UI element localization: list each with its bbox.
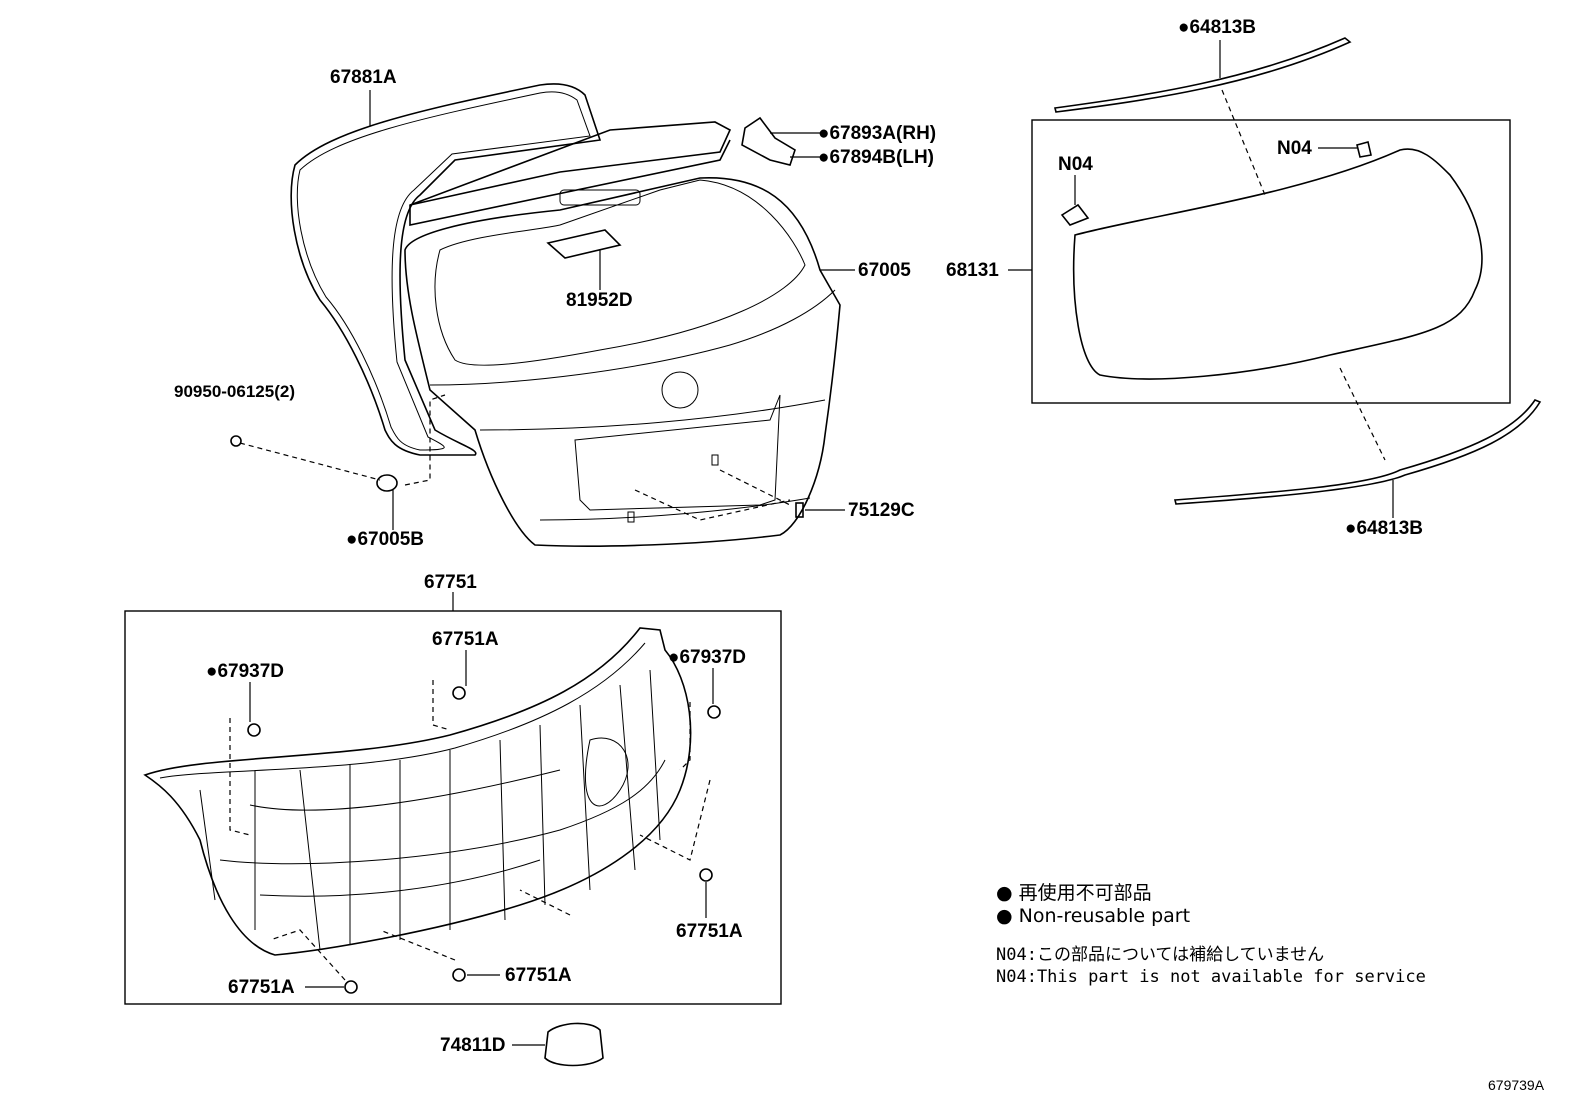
note-n04-jp: N04:この部品については補給していません — [996, 945, 1324, 965]
door-leaders — [239, 90, 855, 530]
label-81952D: 81952D — [566, 290, 633, 311]
label-67881A: 67881A — [330, 67, 397, 88]
weatherstrip-67881A — [290, 83, 602, 456]
label-67751A-top: 67751A — [432, 629, 499, 650]
n04-bracket-right — [1356, 141, 1372, 158]
label-74811D: 74811D — [440, 1035, 506, 1056]
label-67937D-right: ●67937D — [668, 647, 746, 668]
figure-id: 679739A — [1488, 1077, 1545, 1093]
label-64813B-bottom: ●64813B — [1345, 518, 1423, 539]
plug-90950 — [230, 435, 242, 447]
legend-en: ● Non-reusable part — [996, 905, 1190, 927]
molding-64813B-top — [1054, 37, 1352, 113]
hinge-67893A — [741, 116, 796, 166]
molding-64813B-bottom — [1173, 399, 1542, 505]
label-67005: 67005 — [858, 260, 911, 281]
light-74811D — [544, 1022, 604, 1067]
label-N04-right: N04 — [1277, 138, 1312, 159]
glass-box — [1031, 119, 1511, 404]
label-90950-06125: 90950-06125(2) — [174, 382, 295, 401]
label-67751: 67751 — [424, 572, 477, 593]
cushion-67005B — [376, 474, 398, 492]
label-67893A: ●67893A(RH) — [818, 123, 936, 144]
label-67751A-bottommid: 67751A — [505, 965, 572, 986]
label-67894B: ●67894B(LH) — [818, 147, 934, 168]
trim-panel-67751 — [143, 627, 692, 956]
label-67751A-bottomleft: 67751A — [228, 977, 295, 998]
label-N04-left: N04 — [1058, 154, 1093, 175]
back-door-67005 — [404, 121, 841, 547]
glass-68131 — [1072, 148, 1483, 380]
trim-clips — [247, 686, 721, 994]
clip-75129C — [795, 502, 804, 518]
trim-leaders — [229, 650, 714, 988]
label-64813B-top: ●64813B — [1178, 17, 1256, 38]
label-67005B: ●67005B — [346, 529, 424, 550]
label-67751A-right: 67751A — [676, 921, 743, 942]
n04-bracket-left — [1060, 203, 1090, 226]
label-68131: 68131 — [946, 260, 999, 281]
note-n04-en: N04:This part is not available for servi… — [996, 967, 1426, 987]
garnish-81952D — [546, 229, 622, 259]
legend-jp: ● 再使用不可部品 — [996, 882, 1152, 904]
label-67937D-left: ●67937D — [206, 661, 284, 682]
label-75129C: 75129C — [848, 500, 915, 521]
glass-leaders — [1008, 40, 1394, 518]
